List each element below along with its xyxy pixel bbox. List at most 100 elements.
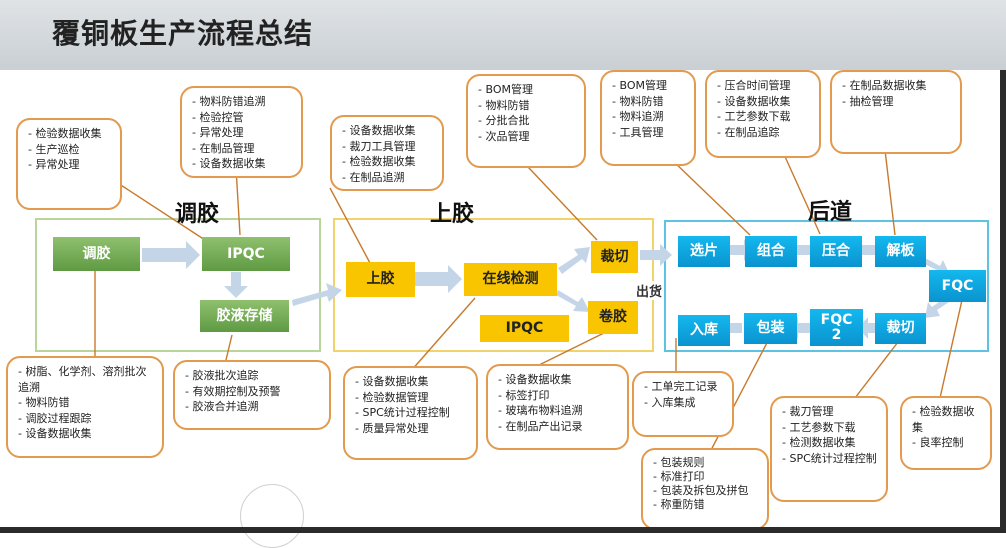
callout-1: 检验数据收集生产巡检异常处理 bbox=[16, 118, 122, 210]
leader-c5 bbox=[671, 159, 751, 236]
callout-item: 物料防错 bbox=[18, 395, 154, 411]
section-label-coating: 上胶 bbox=[430, 202, 475, 227]
callout-14: 裁刀管理工艺参数下载检测数据收集SPC统计过程控制 bbox=[770, 396, 888, 502]
callout-item: BOM管理 bbox=[612, 78, 686, 94]
callout-item: 检验数据收集 bbox=[342, 154, 434, 170]
callout-item: 工艺参数下载 bbox=[782, 420, 878, 436]
callout-item: 工艺参数下载 bbox=[717, 109, 811, 125]
leader-c10 bbox=[409, 297, 476, 373]
callout-item: 包装规则 bbox=[653, 456, 759, 470]
node-online-inspection: 在线检测 bbox=[464, 263, 557, 296]
callout-item: 在制品管理 bbox=[192, 141, 293, 157]
arrow-store-shangjiao bbox=[292, 283, 342, 306]
callout-item: 异常处理 bbox=[28, 157, 112, 173]
callout-item: 称重防错 bbox=[653, 498, 759, 512]
callout-item: 生产巡检 bbox=[28, 142, 112, 158]
callout-item: 入库集成 bbox=[644, 395, 724, 411]
callout-8: 树脂、化学剂、溶剂批次追溯物料防错调胶过程跟踪设备数据收集 bbox=[6, 356, 164, 458]
node-tiaojiao: 调胶 bbox=[53, 237, 140, 271]
callout-item: 有效期控制及预警 bbox=[185, 384, 321, 400]
callout-item: 物料防错 bbox=[612, 94, 686, 110]
title-banner bbox=[0, 0, 1006, 70]
node-xuanpian: 选片 bbox=[678, 236, 730, 267]
callout-15: 检验数据收集良率控制 bbox=[900, 396, 992, 470]
arrow-online-roll bbox=[556, 290, 590, 312]
callout-item: 胶液合并追溯 bbox=[185, 399, 321, 415]
callout-item: 设备数据收集 bbox=[355, 374, 468, 390]
callout-item: 设备数据收集 bbox=[18, 426, 154, 442]
callout-item: 物料防错 bbox=[478, 98, 576, 114]
callout-6: 压合时间管理设备数据收集工艺参数下载在制品追踪 bbox=[705, 70, 821, 158]
overlay-shipping-text: 出货 bbox=[634, 281, 665, 300]
callout-item: 抽检管理 bbox=[842, 94, 952, 110]
right-edge-bar bbox=[1000, 70, 1006, 533]
callout-4: BOM管理物料防错分批合批次品管理 bbox=[466, 74, 586, 168]
callout-5: BOM管理物料防错物料追溯工具管理 bbox=[600, 70, 696, 166]
callout-12: 工单完工记录入库集成 bbox=[632, 371, 734, 437]
node-jieban: 解板 bbox=[875, 236, 926, 267]
node-yahe: 压合 bbox=[810, 236, 862, 267]
node-shangjiao: 上胶 bbox=[346, 262, 415, 297]
callout-2: 物料防错追溯检验控管异常处理在制品管理设备数据收集 bbox=[180, 86, 303, 178]
arrow-shangjiao-online bbox=[414, 265, 462, 293]
arrow-cut2-fqc2 bbox=[858, 317, 882, 339]
leader-c6 bbox=[781, 149, 821, 235]
arrow-cut-xuanpian bbox=[640, 244, 672, 266]
arrow-tiaojiao-ipqc bbox=[142, 241, 200, 269]
callout-item: SPC统计过程控制 bbox=[355, 405, 468, 421]
leader-c9 bbox=[224, 334, 233, 365]
section-label-back: 后道 bbox=[808, 200, 853, 225]
callout-item: 次品管理 bbox=[478, 129, 576, 145]
callout-item: 工具管理 bbox=[612, 125, 686, 141]
callout-item: 包装及拆包及拼包 bbox=[653, 484, 759, 498]
callout-13: 包装规则标准打印包装及拆包及拼包称重防错 bbox=[641, 448, 769, 530]
callout-item: 在制品追踪 bbox=[717, 125, 811, 141]
node-ipqc-glue: IPQC bbox=[202, 237, 290, 271]
callout-item: SPC统计过程控制 bbox=[782, 451, 878, 467]
node-fqc: FQC bbox=[929, 270, 986, 302]
callout-item: 在制品产出记录 bbox=[498, 419, 619, 435]
callout-item: 质量异常处理 bbox=[355, 421, 468, 437]
callout-item: 裁刀管理 bbox=[782, 404, 878, 420]
leader-c2 bbox=[235, 167, 241, 236]
node-zuhe: 组合 bbox=[745, 236, 797, 267]
play-overlay-circle bbox=[240, 484, 304, 548]
callout-item: 在制品数据收集 bbox=[842, 78, 952, 94]
node-fqc2: FQC 2 bbox=[810, 309, 863, 346]
callout-item: 检验数据管理 bbox=[355, 390, 468, 406]
callout-item: 检验数据收集 bbox=[912, 404, 982, 435]
section-label-glue: 调胶 bbox=[175, 202, 220, 227]
back-process-region bbox=[664, 220, 989, 352]
node-ruku: 入库 bbox=[678, 315, 730, 346]
node-cut-coating: 裁切 bbox=[591, 241, 638, 273]
leader-c3 bbox=[329, 187, 371, 264]
callout-item: 胶液批次追踪 bbox=[185, 368, 321, 384]
callout-3: 设备数据收集裁刀工具管理检验数据收集在制品追溯 bbox=[330, 115, 444, 191]
callout-item: 设备数据收集 bbox=[342, 123, 434, 139]
callout-item: 树脂、化学剂、溶剂批次追溯 bbox=[18, 364, 154, 395]
node-glue-storage: 胶液存储 bbox=[200, 300, 289, 332]
callout-item: BOM管理 bbox=[478, 82, 576, 98]
node-cut-back: 裁切 bbox=[875, 313, 926, 344]
callout-item: 设备数据收集 bbox=[192, 156, 293, 172]
callout-9: 胶液批次追踪有效期控制及预警胶液合并追溯 bbox=[173, 360, 331, 430]
node-baozhuang: 包装 bbox=[744, 313, 797, 344]
callout-item: 玻璃布物料追溯 bbox=[498, 403, 619, 419]
callout-item: 标签打印 bbox=[498, 388, 619, 404]
callout-item: 分批合批 bbox=[478, 113, 576, 129]
page-title: 覆铜板生产流程总结 bbox=[52, 17, 314, 50]
leader-c7 bbox=[884, 149, 896, 236]
callout-item: 标准打印 bbox=[653, 470, 759, 484]
callout-item: 工单完工记录 bbox=[644, 379, 724, 395]
callout-item: 检验控管 bbox=[192, 110, 293, 126]
callout-item: 设备数据收集 bbox=[717, 94, 811, 110]
callout-leaders bbox=[94, 149, 963, 453]
node-ipqc-coating: IPQC bbox=[480, 315, 569, 342]
callout-item: 良率控制 bbox=[912, 435, 982, 451]
callout-item: 裁刀工具管理 bbox=[342, 139, 434, 155]
callout-item: 物料追溯 bbox=[612, 109, 686, 125]
node-roll: 卷胶 bbox=[588, 301, 638, 334]
bottom-edge-bar bbox=[0, 527, 1006, 533]
callout-item: 压合时间管理 bbox=[717, 78, 811, 94]
callout-item: 异常处理 bbox=[192, 125, 293, 141]
